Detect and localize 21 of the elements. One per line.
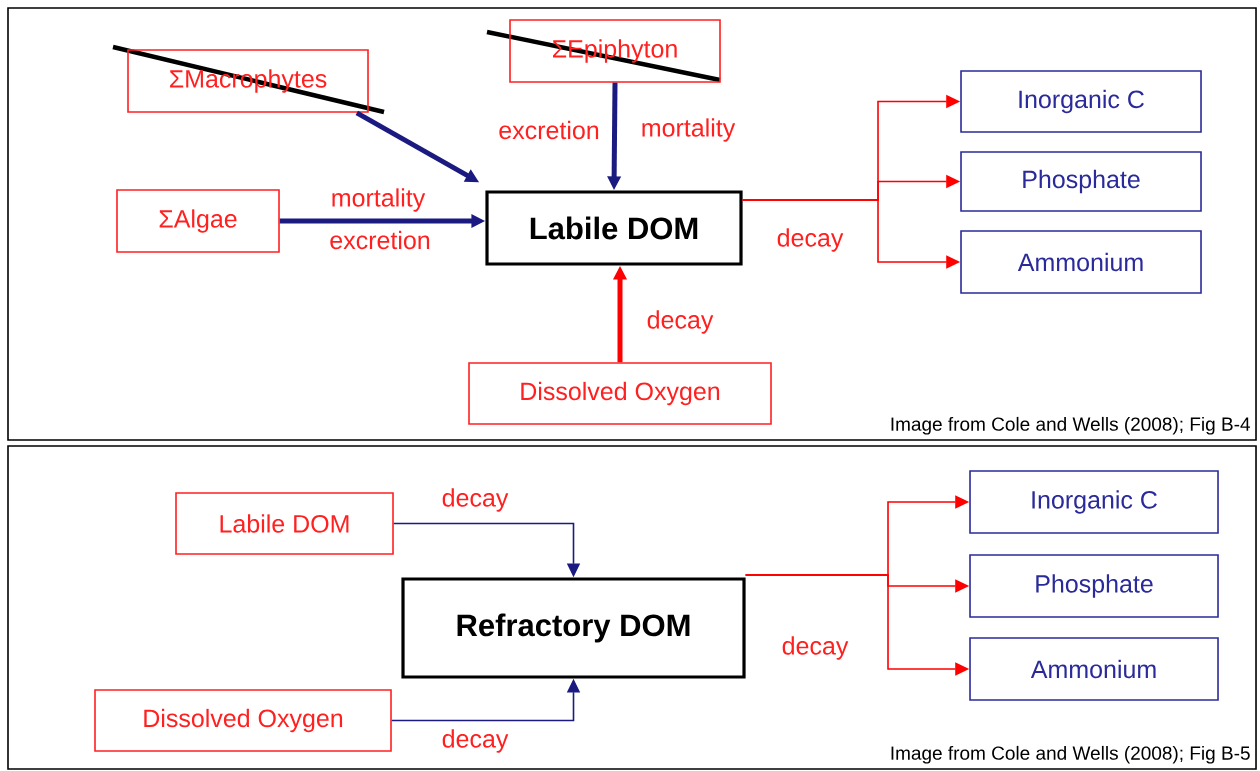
edge-label: decay — [645, 309, 715, 335]
pool-box: Labile DOM — [485, 190, 743, 266]
edge-label: excretion — [497, 119, 601, 141]
source-box: Dissolved Oxygen — [468, 362, 772, 425]
product-box: Inorganic C — [969, 470, 1219, 534]
source-box: ΣAlgae — [116, 189, 280, 253]
edge-label: decay — [440, 728, 510, 754]
product-box: Phosphate — [969, 554, 1219, 618]
pool-box: Refractory DOM — [401, 577, 746, 679]
source-box: Dissolved Oxygen — [94, 689, 392, 752]
source-box: Labile DOM — [175, 492, 394, 555]
product-box: Phosphate — [960, 151, 1202, 212]
flow-label: mortality — [642, 118, 736, 142]
edge-label: mortality — [329, 187, 427, 213]
product-box: Ammonium — [969, 637, 1219, 701]
edge-label: decay — [775, 227, 845, 253]
edge-label: decay — [440, 487, 510, 513]
product-box: Inorganic C — [960, 70, 1202, 133]
product-box: Ammonium — [960, 230, 1202, 294]
flow-label: excretion — [330, 230, 430, 250]
edge-label: decay — [780, 635, 850, 661]
